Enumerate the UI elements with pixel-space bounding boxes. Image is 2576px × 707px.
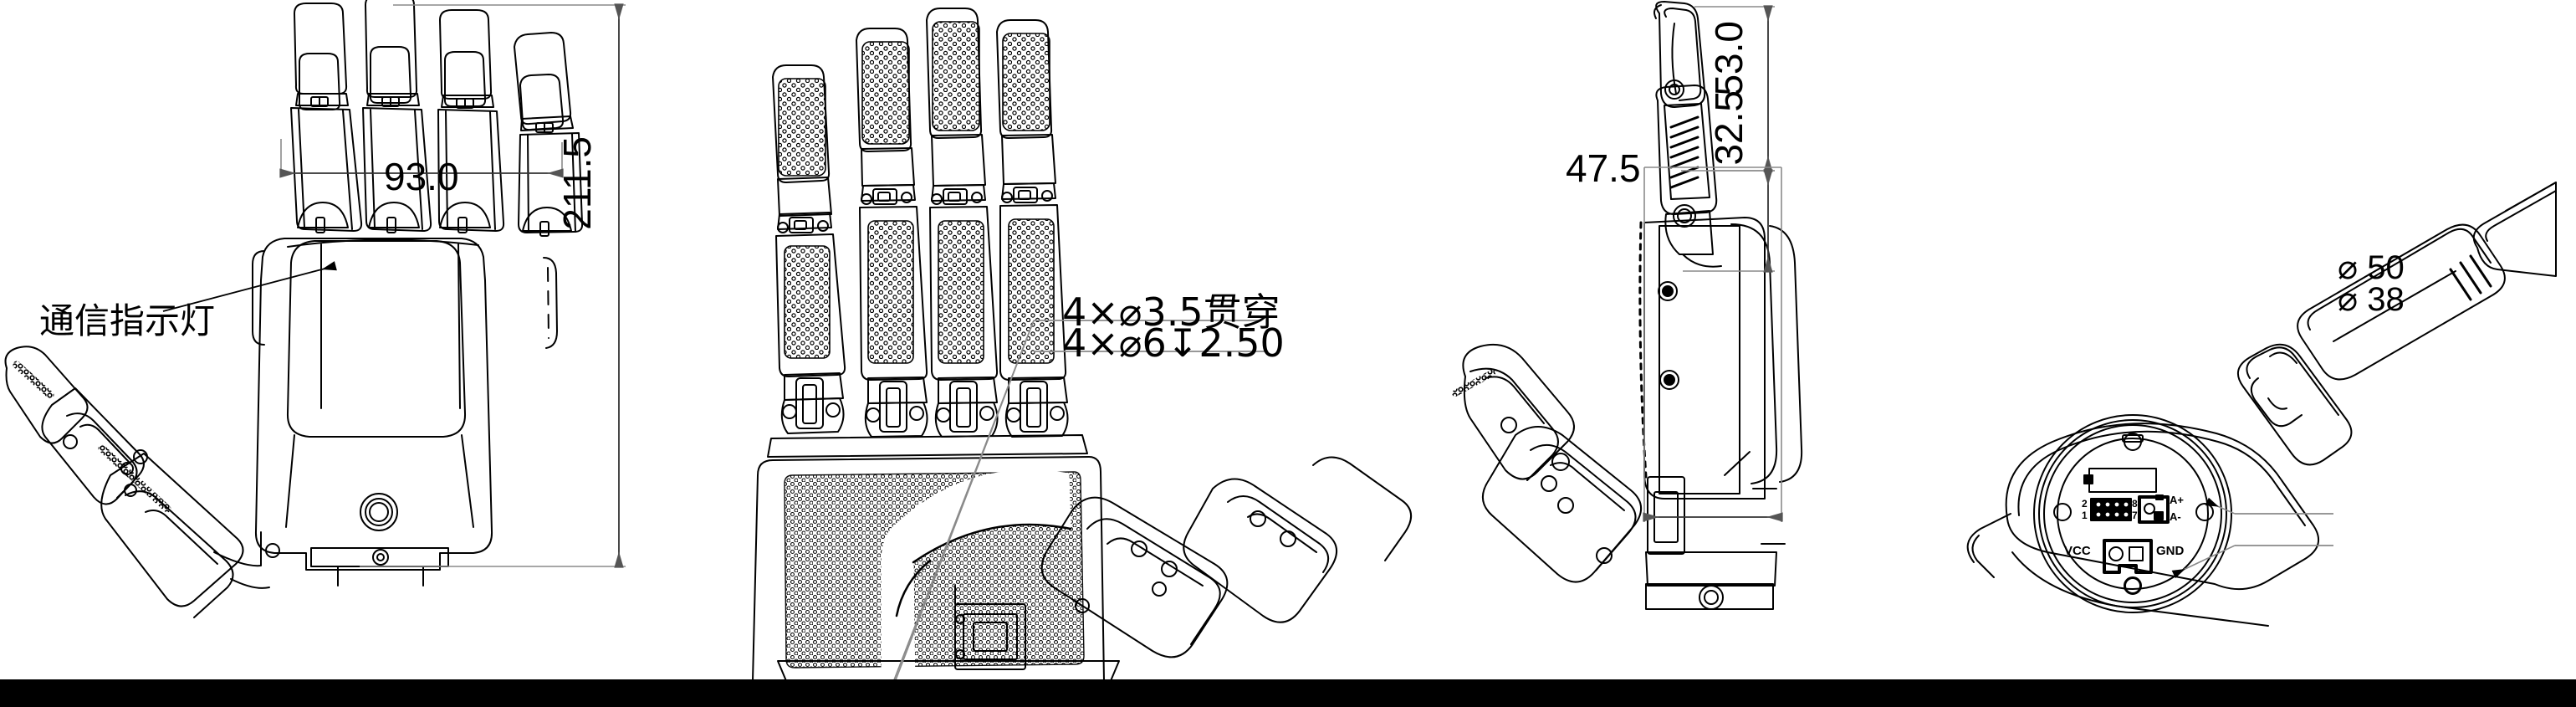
communication-indicator-led [360,493,398,531]
dimension-flange-bolt-circle-diameter: ⌀ 38 [2338,281,2405,318]
view-bottom-mount [1966,182,2557,627]
finger-index-front [290,3,363,233]
dimension-lines [162,3,2333,703]
bottom-letterbox-bar [0,679,2576,707]
connector-pin-7: 7 [2132,510,2138,521]
view-palmar [752,8,1412,707]
callout-hole-note-through: 4×⌀3.5贯穿 [1062,289,1280,335]
callout-hole-note-depth: 4×⌀6↧2.50 [1062,320,1285,366]
thumb-palmar [1040,456,1412,658]
thumb-front [4,346,280,618]
view-front-dorsal [4,0,584,618]
finger-little-front [514,32,584,237]
pin-header [2090,498,2132,521]
connector-label-vcc: VCC [2064,544,2091,558]
connector-pin-1: 1 [2082,510,2088,521]
connector-label-a-minus: A- [2170,510,2181,523]
palm-body-palmar [752,434,1120,707]
finger-middle-palmar [856,28,928,438]
dimension-side-upper: 53.0 [1707,21,1751,96]
dimension-side-lower: 32.5 [1707,90,1751,166]
connector-pin-2: 2 [2082,498,2088,510]
palm-body-front [252,238,558,587]
rs485-connector [2138,494,2170,524]
dimension-overall-height: 211.5 [555,136,599,230]
dimension-flange-outer-diameter: ⌀ 50 [2338,249,2405,286]
body-bottom-view [1966,414,2320,627]
dimension-side-depth: 47.5 [1566,146,1641,190]
connector-label-gnd: GND [2156,544,2185,558]
finger-ring-front [437,9,505,233]
callout-communication-indicator-light: 通信指示灯 [39,300,216,341]
finger-little-palmar [996,19,1069,438]
dimension-palm-width: 93.0 [384,155,459,198]
finger-ring-palmar [926,8,999,438]
thumb-side [1452,343,1642,583]
connector-label-a-plus: A+ [2170,494,2184,506]
connector-pin-8: 8 [2132,498,2138,510]
body-side [1638,217,1803,610]
power-connector [2103,539,2153,574]
thumb-bottom-view [2236,182,2557,466]
finger-index-palmar [772,64,846,434]
